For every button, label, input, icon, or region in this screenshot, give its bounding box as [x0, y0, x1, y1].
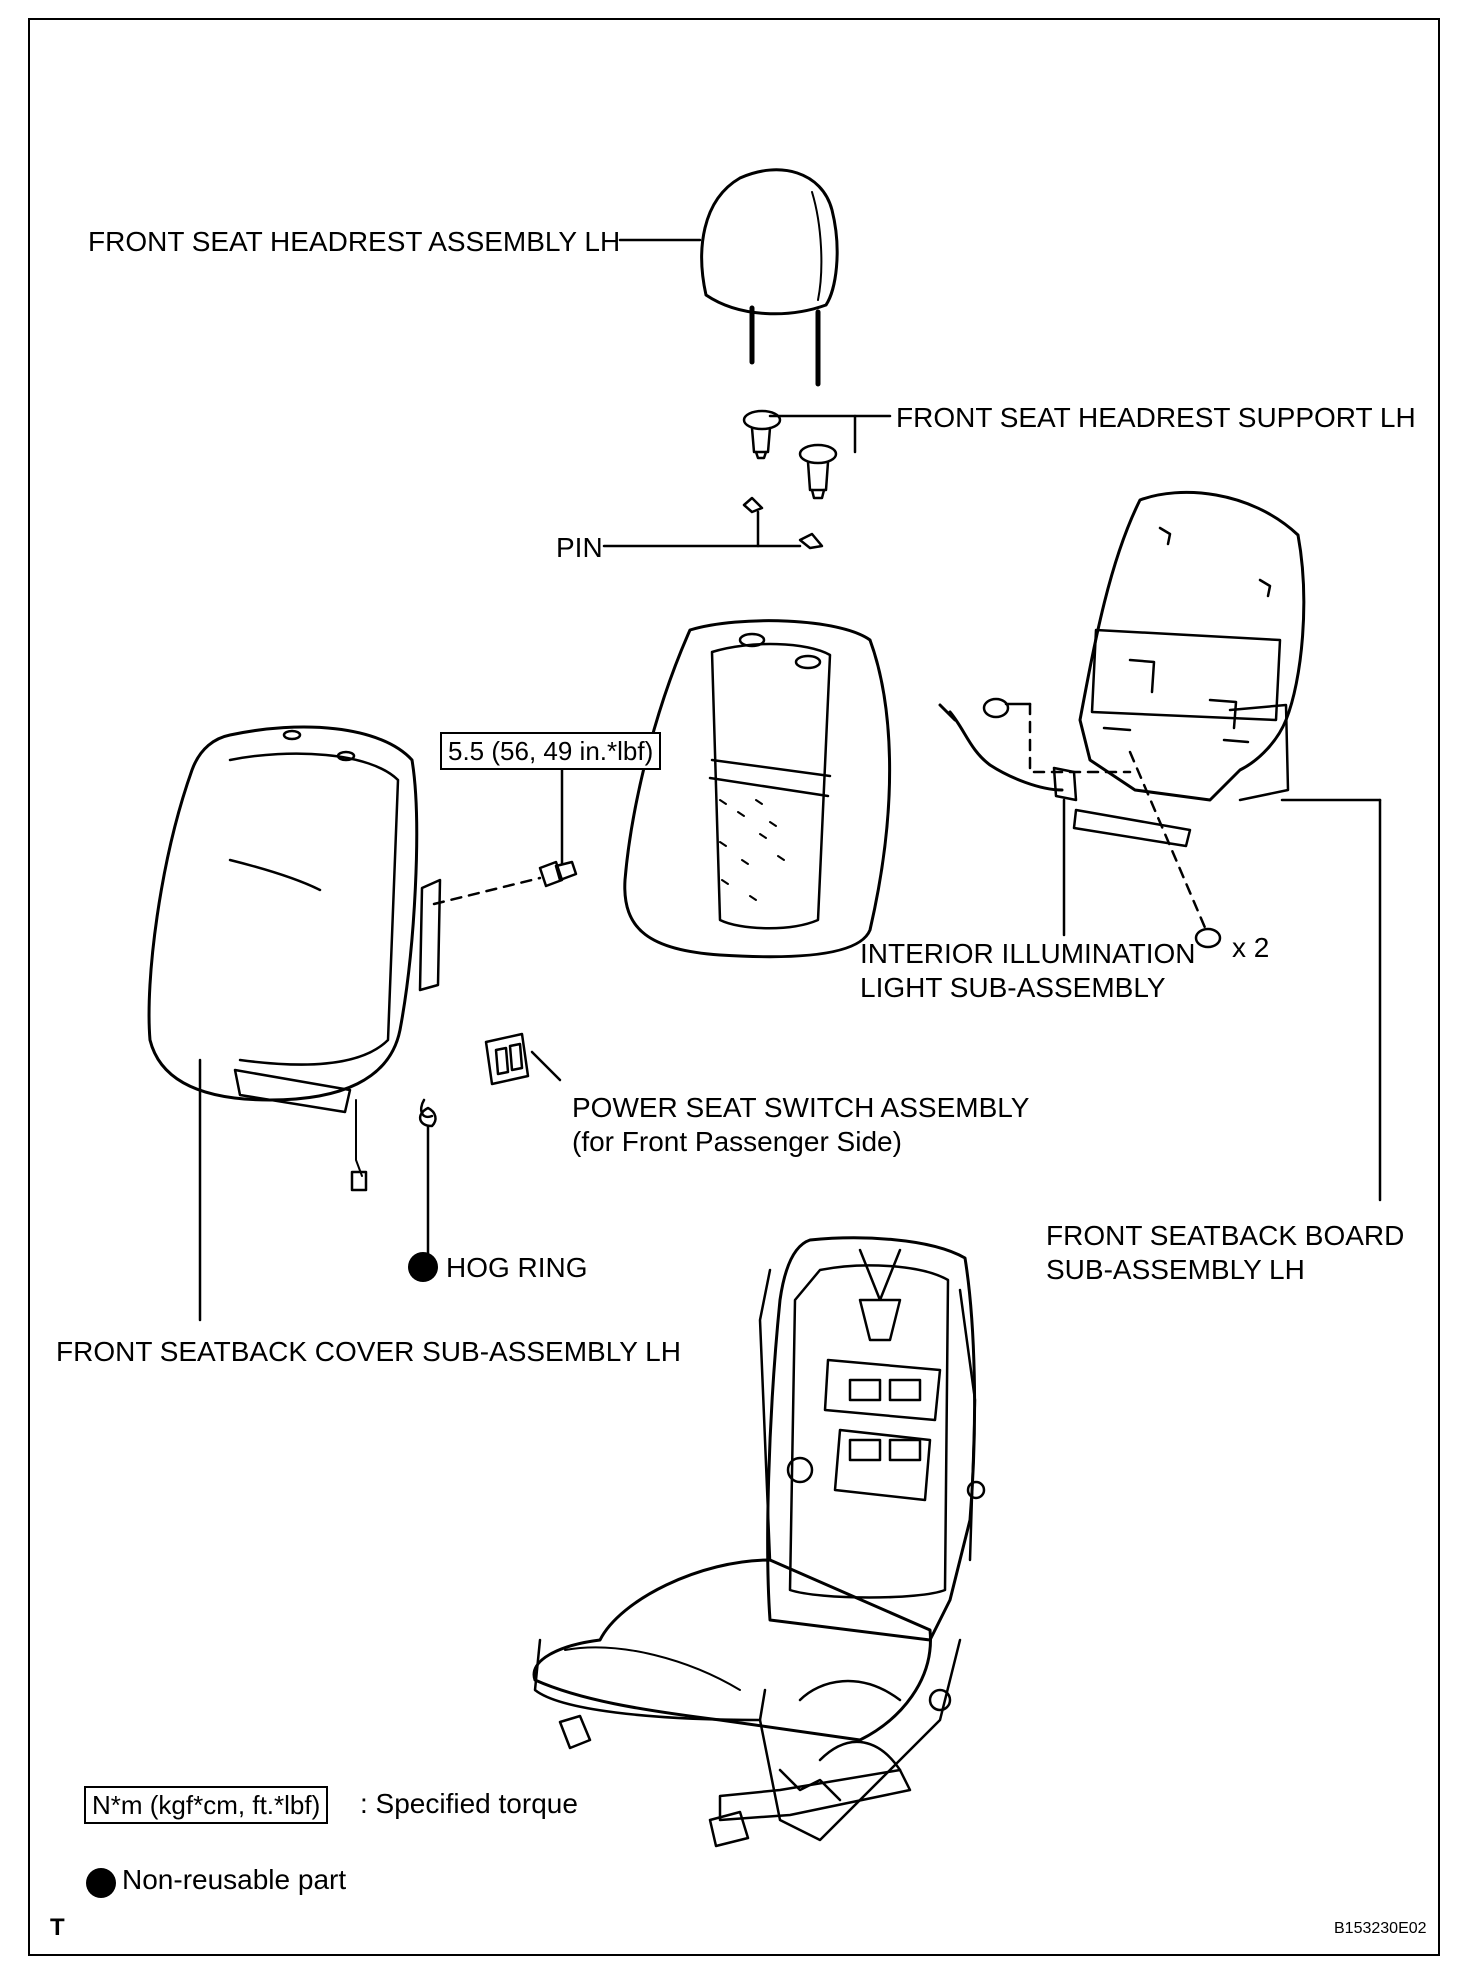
hog-ring-label: HOG RING — [446, 1252, 588, 1283]
complete-seat-drawing — [532, 1236, 986, 1848]
seatback-cover-drawing — [147, 725, 442, 1192]
headrest-supports-drawing — [742, 409, 838, 500]
legend-torque-desc: : Specified torque — [360, 1788, 578, 1819]
interior-light-label-line2: LIGHT SUB-ASSEMBLY — [860, 972, 1166, 1003]
torque-bolt-drawing — [538, 860, 578, 888]
pin-label: PIN — [556, 532, 603, 563]
pin-leader-line — [602, 510, 760, 548]
interior-light-dash-1 — [1028, 702, 1132, 774]
diagram-frame — [28, 18, 1440, 1956]
corner-mark: T — [50, 1914, 65, 1941]
headrest-label: FRONT SEAT HEADREST ASSEMBLY LH — [88, 226, 621, 257]
hog-ring-drawing — [419, 1106, 437, 1128]
seatback-board-label-line1: FRONT SEATBACK BOARD — [1046, 1220, 1405, 1251]
quantity-label: x 2 — [1232, 932, 1270, 963]
clip-dash-line — [1128, 750, 1208, 932]
power-switch-drawing — [484, 1032, 530, 1086]
interior-light-label-line1: INTERIOR ILLUMINATION — [860, 938, 1196, 969]
bolt-dash-line — [432, 876, 542, 906]
headrest-drawing — [700, 168, 839, 387]
seatback-pad-drawing — [623, 619, 892, 959]
seatback-cover-label: FRONT SEATBACK COVER SUB-ASSEMBLY LH — [56, 1336, 681, 1367]
torque-spec-box: 5.5 (56, 49 in.*lbf) — [440, 732, 662, 770]
seatback-board-drawing — [1072, 490, 1306, 848]
pins-drawing — [742, 496, 824, 550]
seatback-board-label-line2: SUB-ASSEMBLY LH — [1046, 1254, 1305, 1285]
power-switch-label-line1: POWER SEAT SWITCH ASSEMBLY — [572, 1092, 1030, 1123]
headrest-support-label: FRONT SEAT HEADREST SUPPORT LH — [896, 402, 1416, 433]
figure-id: B153230E02 — [1334, 1920, 1427, 1937]
switch-leader-line — [530, 1050, 562, 1082]
legend-torque-box: N*m (kgf*cm, ft.*lbf) — [84, 1786, 329, 1824]
non-reusable-dot-icon — [408, 1252, 438, 1282]
legend-non-reusable-label: Non-reusable part — [122, 1864, 347, 1895]
interior-light-drawing — [938, 697, 1222, 949]
power-switch-label-line2: (for Front Passenger Side) — [572, 1126, 902, 1157]
legend-non-reusable-dot-icon — [86, 1868, 116, 1898]
